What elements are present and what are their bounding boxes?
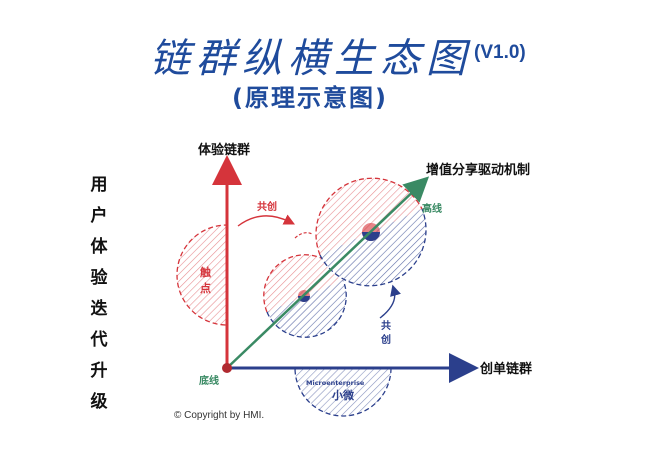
title-area: 链群纵横生态图 (V1.0) <box>0 26 670 82</box>
touch-point-half-circle <box>176 224 227 326</box>
page-title: 链群纵横生态图 <box>150 36 472 82</box>
side-char: 代 <box>90 330 108 350</box>
side-char: 迭 <box>90 299 108 319</box>
touch-point-char: 点 <box>200 281 211 295</box>
touch-point-char: 触 <box>199 265 211 279</box>
page-subtitle: (原理示意图) <box>232 84 388 112</box>
connector-arc <box>294 232 313 239</box>
side-vertical-label: 用 户 体 验 迭 代 升 级 <box>84 170 114 418</box>
x-axis-label: 创单链群 <box>479 361 532 377</box>
diagonal-label: 增值分享驱动机制 <box>426 162 530 178</box>
microenterprise-half-circle <box>294 368 392 417</box>
co-create-arrow-right <box>379 284 401 319</box>
side-char: 验 <box>90 268 108 288</box>
microenterprise-label: Microenterprise <box>306 379 365 387</box>
high-line-label: 高线 <box>422 202 442 215</box>
side-char: 级 <box>90 392 108 412</box>
microenterprise-cn-label: 小微 <box>331 388 355 402</box>
side-char: 户 <box>90 206 108 226</box>
side-char: 升 <box>90 361 108 381</box>
version-label: (V1.0) <box>474 42 526 63</box>
co-create-right-char: 创 <box>380 333 391 346</box>
diagonal-axis <box>226 176 430 369</box>
copyright-notice: © Copyright by HMI. <box>174 410 265 421</box>
base-line-label: 底线 <box>199 374 219 387</box>
side-char: 体 <box>90 237 108 257</box>
origin-dot <box>222 363 232 373</box>
co-create-right-char: 共 <box>381 319 391 332</box>
co-create-top-label: 共创 <box>257 200 277 213</box>
co-create-arrow-top <box>237 214 296 227</box>
side-char: 用 <box>90 175 108 195</box>
y-axis-label: 体验链群 <box>198 142 250 158</box>
